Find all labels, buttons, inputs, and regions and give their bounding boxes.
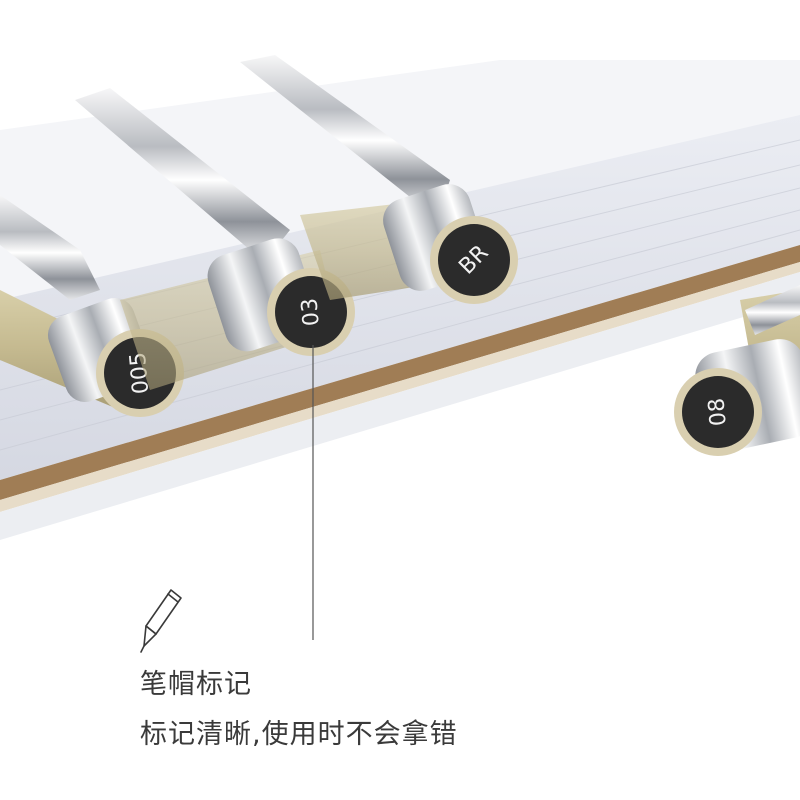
caption-description: 标记清晰,使用时不会拿错 — [140, 719, 458, 750]
pen-BR: BR — [240, 55, 518, 304]
cap-label-08: 08 — [704, 397, 731, 427]
caption-block: 笔帽标记 标记清晰,使用时不会拿错 — [140, 660, 760, 760]
cap-label-03: 03 — [297, 297, 324, 327]
pen-icon — [140, 589, 182, 653]
caption-title: 笔帽标记 — [140, 669, 252, 700]
pen-08: 08 — [674, 285, 800, 456]
